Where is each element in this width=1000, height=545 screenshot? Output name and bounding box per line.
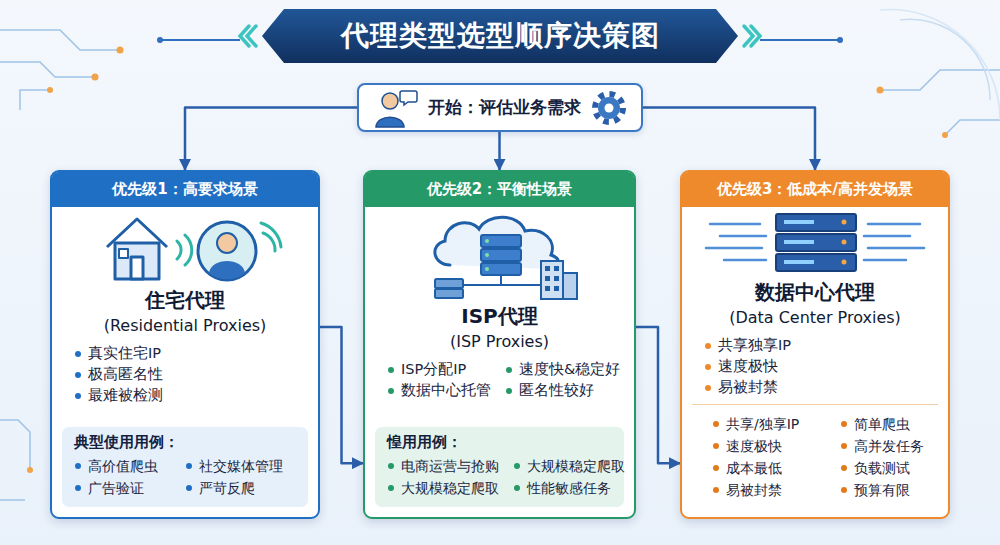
person-icon — [374, 88, 418, 128]
feature-item: 匿名性较好 — [505, 380, 620, 401]
priority-header: 优先级1：高要求场景 — [52, 172, 318, 207]
feature-item: 共享独享IP — [704, 335, 932, 356]
use-case-item: 易被封禁 — [712, 479, 800, 501]
proxy-english-name: (ISP Proxies) — [365, 332, 634, 351]
feature-list: 真实住宅IP极高匿名性最难被检测 — [52, 335, 318, 412]
proxy-card: 优先级2：平衡性场景 ISP代理 (ISP Proxies) ISP分配IP 速度快&… — [363, 170, 636, 519]
proxy-name: 数据中心代理 — [682, 279, 948, 306]
feature-item: 极高匿名性 — [74, 364, 302, 385]
feature-item: 数据中心托管 — [387, 380, 491, 401]
gear-icon — [591, 90, 627, 126]
use-case-item: 预算有限 — [840, 479, 924, 501]
start-label: 开始：评估业务需求 — [428, 96, 581, 119]
proxy-card: 优先级1：高要求场景 住宅代理(Residential Proxies)真实住宅… — [50, 170, 320, 519]
feature-list: 共享独享IP速度极快易被封禁 — [682, 327, 948, 404]
isp-illustration — [395, 209, 605, 301]
use-case-item: 电商运营与抢购 — [387, 455, 499, 477]
use-case-item: 社交媒体管理 — [185, 455, 296, 477]
use-case-item: 性能敏感任务 — [513, 477, 625, 499]
flow-arrow — [643, 108, 815, 171]
feature-item: 速度极快 — [704, 356, 932, 377]
flow-arrow — [498, 132, 501, 170]
flow-arrow — [185, 108, 357, 171]
residential-illustration — [85, 211, 285, 283]
proxy-name: 住宅代理 — [52, 287, 318, 314]
icon-holder — [52, 207, 318, 287]
icon-holder — [682, 207, 948, 279]
use-case-item: 成本最低 — [712, 457, 800, 479]
use-case-item: 负载测试 — [840, 457, 924, 479]
priority-header: 优先级2：平衡性场景 — [365, 172, 634, 207]
use-case-box: 惶用用例： 电商运营与抢购大规模稳定爬取大规模稳定爬取性能敏感任务 — [375, 427, 624, 507]
feature-list: ISP分配IP 速度快&稳定好数据中心托管匿名性较好 — [365, 351, 634, 407]
feature-item: 速度快&稳定好 — [505, 359, 620, 380]
title: 代理类型选型顺序决策图 — [341, 17, 660, 55]
feature-item: 真实住宅IP — [74, 343, 302, 364]
proxy-name: ISP代理 — [365, 303, 634, 330]
datacenter-illustration — [700, 210, 930, 276]
use-case-grid: 共享/独享IP 简单爬虫速度极快 高并发任务成本最低 负载测试易被封禁 预算有限 — [712, 413, 924, 501]
use-case-item: 共享/独享IP — [712, 413, 800, 435]
proxy-english-name: (Data Center Proxies) — [682, 308, 948, 327]
priority-header: 优先级3：低成本/高并发场景 — [682, 172, 948, 207]
feature-item: ISP分配IP — [387, 359, 491, 380]
use-case-item: 简单爬虫 — [840, 413, 924, 435]
use-case-item: 高价值爬虫 — [74, 455, 171, 477]
flow-arrow — [320, 327, 363, 463]
icon-holder — [365, 207, 634, 303]
feature-item: 最难被检测 — [74, 385, 302, 406]
feature-item: 易被封禁 — [704, 377, 932, 398]
use-case-box: 共享/独享IP 简单爬虫速度极快 高并发任务成本最低 负载测试易被封禁 预算有限 — [692, 404, 938, 507]
use-case-heading: 惶用用例： — [387, 433, 612, 452]
use-case-item: 广告验证 — [74, 477, 171, 499]
use-case-item: 高并发任务 — [840, 435, 924, 457]
flow-arrow — [636, 327, 680, 463]
use-case-item: 严苛反爬 — [185, 477, 296, 499]
use-case-grid: 高价值爬虫社交媒体管理广告验证严苛反爬 — [74, 455, 296, 499]
use-case-box: 典型使用用例： 高价值爬虫社交媒体管理广告验证严苛反爬 — [62, 427, 308, 507]
use-case-item: 速度极快 — [712, 435, 800, 457]
use-case-heading: 典型使用用例： — [74, 433, 296, 452]
use-case-grid: 电商运营与抢购大规模稳定爬取大规模稳定爬取性能敏感任务 — [387, 455, 612, 499]
use-case-item: 大规模稳定爬取 — [513, 455, 625, 477]
title-banner: 代理类型选型顺序决策图 — [262, 9, 738, 63]
use-case-item: 大规模稳定爬取 — [387, 477, 499, 499]
proxy-card: 优先级3：低成本/高并发场景 数据中心代理 (Data Center Proxie… — [680, 170, 950, 519]
start-box: 开始：评估业务需求 — [357, 83, 643, 132]
proxy-english-name: (Residential Proxies) — [52, 316, 318, 335]
